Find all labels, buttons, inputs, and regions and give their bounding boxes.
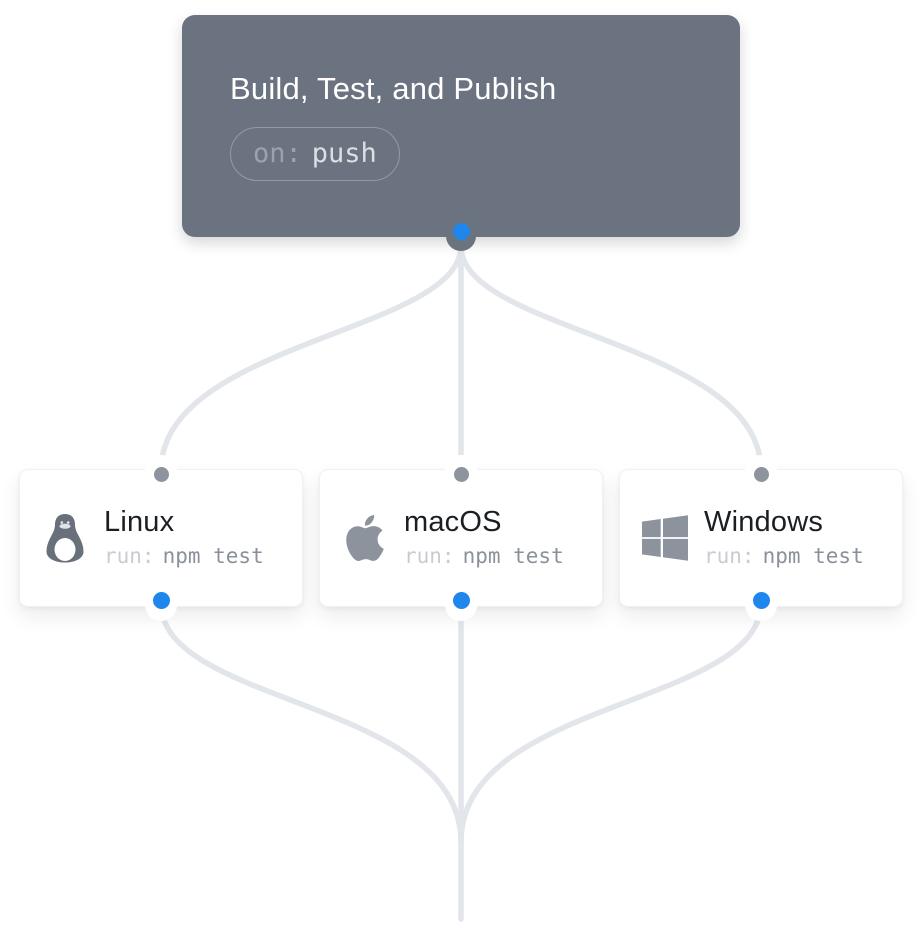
workflow-card[interactable]: Build, Test, and Publish on: push [182, 15, 740, 251]
edge-workflow-to-windows [458, 243, 764, 474]
trigger-value-label: push [311, 137, 377, 169]
edge-linux-to-sink [158, 600, 464, 845]
windows-output-port [752, 592, 770, 609]
windows-input-port [753, 467, 769, 482]
run-key-label: run: [104, 543, 155, 568]
workflow-title: Build, Test, and Publish [230, 70, 557, 106]
apple-icon [340, 511, 390, 565]
run-value-label: npm test [762, 543, 864, 568]
job-run-command: run: npm test [404, 543, 564, 570]
job-card-linux[interactable]: Linux run: npm test [19, 455, 303, 621]
macos-output-port [452, 592, 470, 609]
edge-windows-to-sink [458, 600, 764, 845]
job-name: macOS [404, 506, 502, 539]
job-name: Linux [104, 506, 175, 539]
macos-input-port [453, 467, 469, 482]
job-card-windows[interactable]: Windows run: npm test [619, 455, 903, 621]
job-name: Windows [704, 506, 824, 539]
run-value-label: npm test [462, 543, 564, 568]
job-run-command: run: npm test [704, 543, 864, 570]
job-card-macos[interactable]: macOS run: npm test [319, 455, 603, 621]
windows-icon [640, 511, 690, 565]
linux-tux-icon [40, 511, 90, 565]
linux-output-port [152, 592, 170, 609]
run-key-label: run: [404, 543, 455, 568]
workflow-output-port [452, 223, 470, 240]
edge-workflow-to-linux [158, 243, 464, 474]
trigger-badge: on: push [230, 126, 400, 182]
run-key-label: run: [704, 543, 755, 568]
linux-input-port [153, 467, 169, 482]
run-value-label: npm test [162, 543, 264, 568]
job-run-command: run: npm test [104, 543, 264, 570]
trigger-key-label: on: [253, 137, 302, 169]
